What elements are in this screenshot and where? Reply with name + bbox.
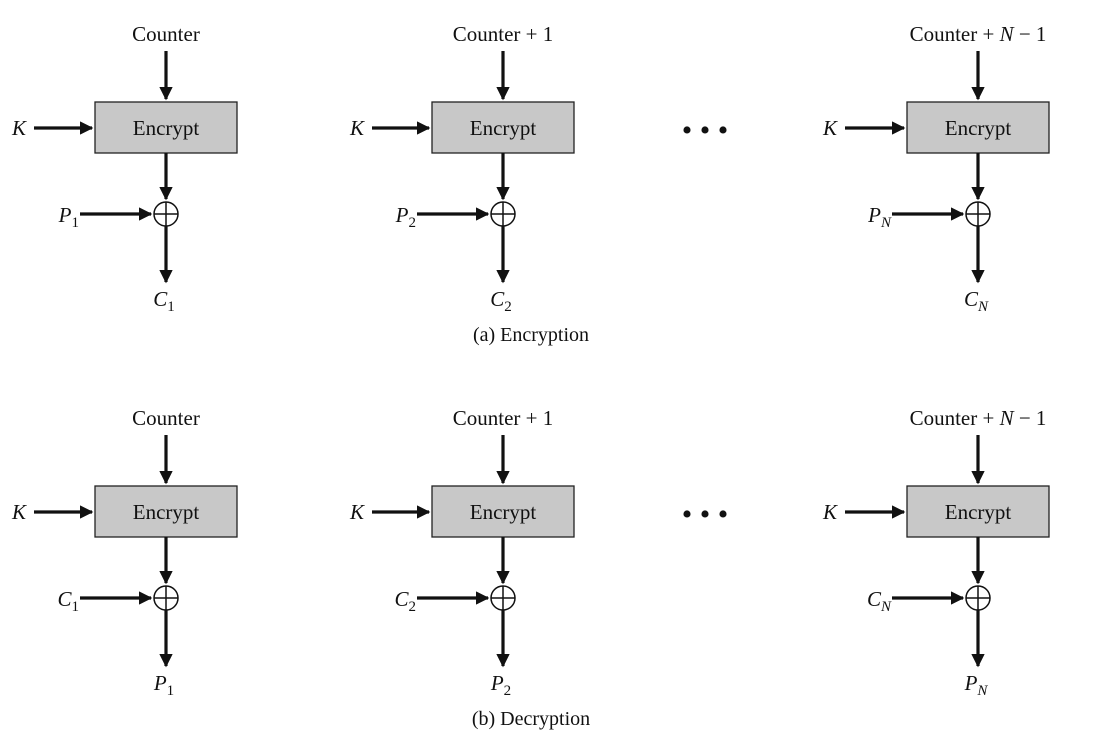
input-label: PN [867, 203, 892, 231]
encrypt-block [431, 101, 575, 154]
counter-label: Counter [132, 22, 200, 46]
output-label-letter: P [490, 671, 504, 695]
key-label: K [349, 500, 365, 524]
input-label-letter: C [867, 587, 882, 611]
encrypt-block [431, 485, 575, 538]
xor-node [965, 585, 991, 611]
counter-tail: − 1 [1014, 406, 1047, 430]
counter-text: Counter [132, 22, 200, 46]
encrypt-block [906, 101, 1050, 154]
output-label: P2 [490, 671, 511, 699]
key-label: K [822, 500, 838, 524]
output-label-letter: P [153, 671, 167, 695]
input-label-subscript: 1 [72, 215, 80, 231]
input-label-letter: P [867, 203, 881, 227]
input-label: C2 [394, 587, 416, 615]
input-label: P2 [395, 203, 416, 231]
encrypt-label: Encrypt [470, 116, 537, 140]
output-label-letter: C [490, 287, 505, 311]
counter-text: Counter + 1 [453, 22, 554, 46]
input-label-letter: P [58, 203, 72, 227]
ellipsis: • • • [682, 498, 729, 531]
counter-text: Counter + [910, 22, 1000, 46]
counter-variable: N [999, 406, 1015, 430]
counter-label: Counter + N − 1 [910, 22, 1047, 46]
encrypt-label: Encrypt [945, 116, 1012, 140]
input-label: CN [867, 587, 892, 615]
input-label-subscript: 2 [409, 215, 417, 231]
output-label-letter: C [964, 287, 979, 311]
xor-node [153, 585, 179, 611]
xor-node [490, 585, 516, 611]
counter-label: Counter [132, 406, 200, 430]
encrypt-block [94, 485, 238, 538]
input-label: C1 [57, 587, 79, 615]
output-label-subscript: 2 [504, 683, 512, 699]
output-label: CN [964, 287, 989, 315]
input-label: P1 [58, 203, 79, 231]
input-label-letter: P [395, 203, 409, 227]
counter-label: Counter + 1 [453, 406, 554, 430]
key-label: K [822, 116, 838, 140]
xor-node [965, 201, 991, 227]
output-label: C1 [153, 287, 175, 315]
input-label-subscript: N [880, 215, 892, 231]
encrypt-label: Encrypt [133, 500, 200, 524]
encrypt-label: Encrypt [470, 500, 537, 524]
output-label: C2 [490, 287, 512, 315]
output-label-subscript: 1 [167, 299, 175, 315]
input-label-subscript: 1 [72, 599, 80, 615]
output-label-subscript: 1 [167, 683, 175, 699]
output-label-subscript: 2 [504, 299, 512, 315]
counter-tail: − 1 [1014, 22, 1047, 46]
output-label-subscript: N [977, 299, 989, 315]
input-label-letter: C [57, 587, 72, 611]
counter-label: Counter + 1 [453, 22, 554, 46]
xor-node [490, 201, 516, 227]
counter-text: Counter + 1 [453, 406, 554, 430]
input-label-subscript: N [880, 599, 892, 615]
key-label: K [11, 116, 27, 140]
counter-label: Counter + N − 1 [910, 406, 1047, 430]
xor-node [153, 201, 179, 227]
key-label: K [11, 500, 27, 524]
output-label-letter: C [153, 287, 168, 311]
output-label: PN [964, 671, 989, 699]
encrypt-label: Encrypt [133, 116, 200, 140]
key-label: K [349, 116, 365, 140]
panel-caption: (b) Decryption [472, 708, 590, 730]
counter-text: Counter [132, 406, 200, 430]
counter-text: Counter + [910, 406, 1000, 430]
output-label-letter: P [964, 671, 978, 695]
input-label-subscript: 2 [409, 599, 417, 615]
counter-variable: N [999, 22, 1015, 46]
input-label-letter: C [394, 587, 409, 611]
output-label-subscript: N [976, 683, 988, 699]
panel-caption: (a) Encryption [473, 324, 589, 346]
output-label: P1 [153, 671, 174, 699]
encrypt-label: Encrypt [945, 500, 1012, 524]
ellipsis: • • • [682, 114, 729, 147]
